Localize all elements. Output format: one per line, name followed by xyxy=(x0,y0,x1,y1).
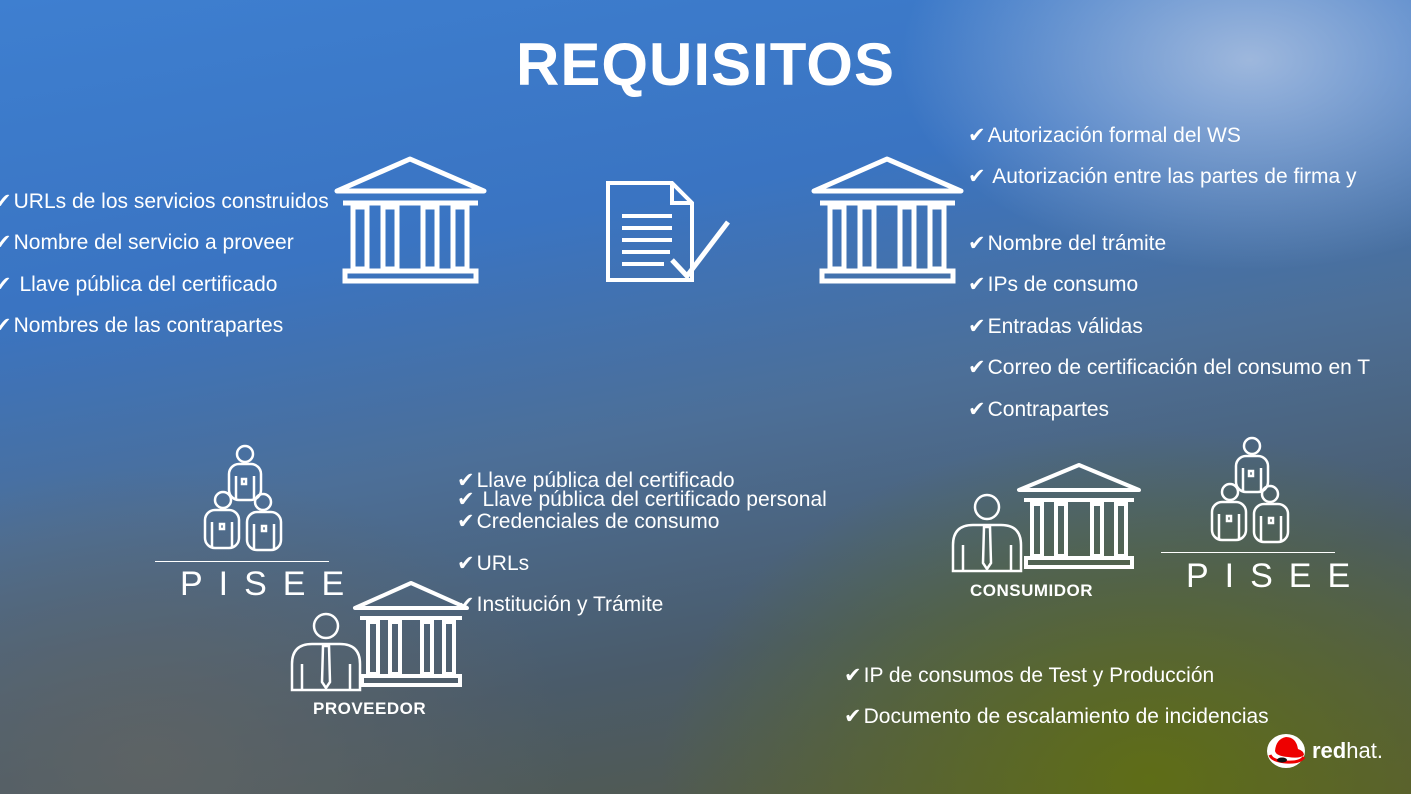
institution-icon xyxy=(811,156,964,284)
list-item: ✔IPs de consumo xyxy=(968,273,1139,296)
list-item: ✔Autorización formal del WS xyxy=(968,124,1241,147)
people-group-icon xyxy=(203,444,283,552)
list-item: ✔Credenciales de consumo xyxy=(457,510,720,533)
institution-icon xyxy=(353,581,469,687)
list-item: ✔Nombres de las contrapartes xyxy=(0,314,284,337)
list-item: ✔Nombre del servicio a proveer xyxy=(0,231,294,254)
list-item: ✔Llave pública del certificado xyxy=(457,469,735,492)
list-item: ✔ Llave pública del certificado personal xyxy=(457,488,827,511)
list-item: ✔ Autorización entre las partes de firma… xyxy=(968,165,1357,188)
divider xyxy=(155,561,329,562)
list-item: ✔URLs de los servicios construidos xyxy=(0,190,329,213)
people-group-icon xyxy=(1210,436,1290,544)
slide-title: REQUISITOS xyxy=(516,31,895,98)
divider xyxy=(1161,552,1335,553)
institution-icon xyxy=(1017,463,1141,569)
list-item: ✔Contrapartes xyxy=(968,398,1110,421)
list-item: ✔Nombre del trámite xyxy=(968,232,1167,255)
pisee-label: PISEE xyxy=(180,565,361,603)
list-item: ✔Institución y Trámite xyxy=(457,593,664,616)
institution-icon xyxy=(334,156,487,284)
list-item: ✔Documento de escalamiento de incidencia… xyxy=(844,705,1269,728)
redhat-wordmark: redhat. xyxy=(1312,738,1383,763)
document-check-icon xyxy=(606,181,730,282)
redhat-hat-icon xyxy=(1267,734,1306,768)
list-item: ✔URLs xyxy=(457,552,530,575)
person-icon xyxy=(290,612,362,692)
list-item: ✔Correo de certificación del consumo en … xyxy=(968,356,1371,379)
pisee-label: PISEE xyxy=(1186,557,1367,595)
consumer-label: CONSUMIDOR xyxy=(970,581,1094,600)
person-icon xyxy=(951,493,1023,573)
provider-label: PROVEEDOR xyxy=(313,699,427,718)
list-item: ✔ Llave pública del certificado xyxy=(0,273,278,296)
list-item: ✔Entradas válidas xyxy=(968,315,1143,338)
list-item: ✔IP de consumos de Test y Producción xyxy=(844,664,1215,687)
